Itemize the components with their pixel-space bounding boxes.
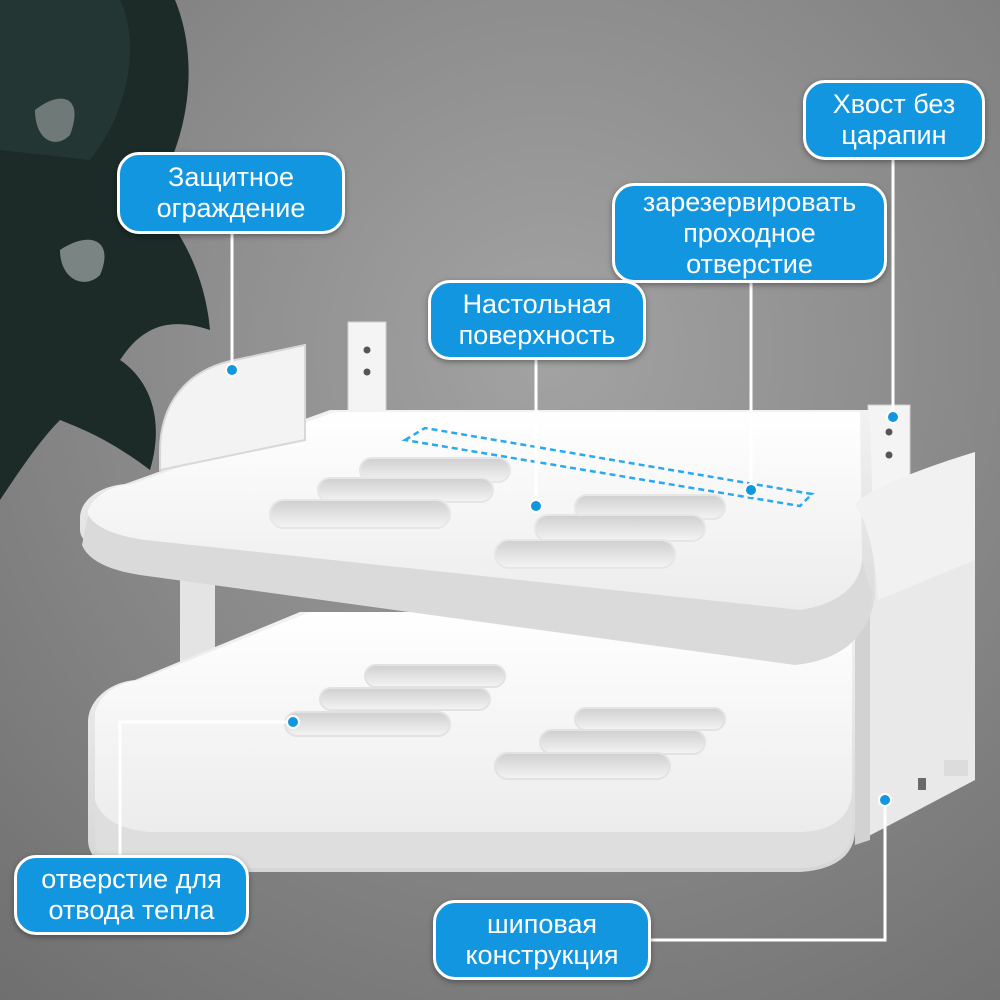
callout-scratch-free-tail-label: Хвост без царапин	[832, 89, 956, 150]
callout-table-surface: Настольная поверхность	[428, 280, 646, 360]
reserved-opening-outline	[401, 426, 815, 508]
leader-lines	[118, 150, 895, 942]
callout-scratch-free-tail: Хвост без царапин	[803, 80, 985, 160]
callout-protective-guard: Защитное ограждение	[117, 152, 345, 234]
left-support	[180, 560, 215, 680]
callout-reserved-opening-label: зарезервировать проходное отверстие	[642, 186, 857, 279]
callout-heat-vent-label: отверстие для отвода тепла	[41, 864, 222, 925]
leader-dots	[225, 363, 900, 807]
protective-guard	[159, 343, 306, 472]
callout-table-surface-label: Настольная поверхность	[458, 289, 616, 350]
callout-heat-vent: отверстие для отвода тепла	[14, 855, 249, 935]
right-end-panel	[855, 452, 975, 600]
callout-protective-guard-label: Защитное ограждение	[156, 162, 306, 223]
callout-tenon-structure-label: шиповая конструкция	[465, 909, 619, 970]
callout-tenon-structure: шиповая конструкция	[433, 900, 651, 980]
callout-reserved-opening: зарезервировать проходное отверстие	[612, 183, 887, 283]
upper-shelf	[80, 410, 875, 665]
monstera-leaf	[0, 0, 210, 500]
lower-shelf	[88, 612, 855, 872]
